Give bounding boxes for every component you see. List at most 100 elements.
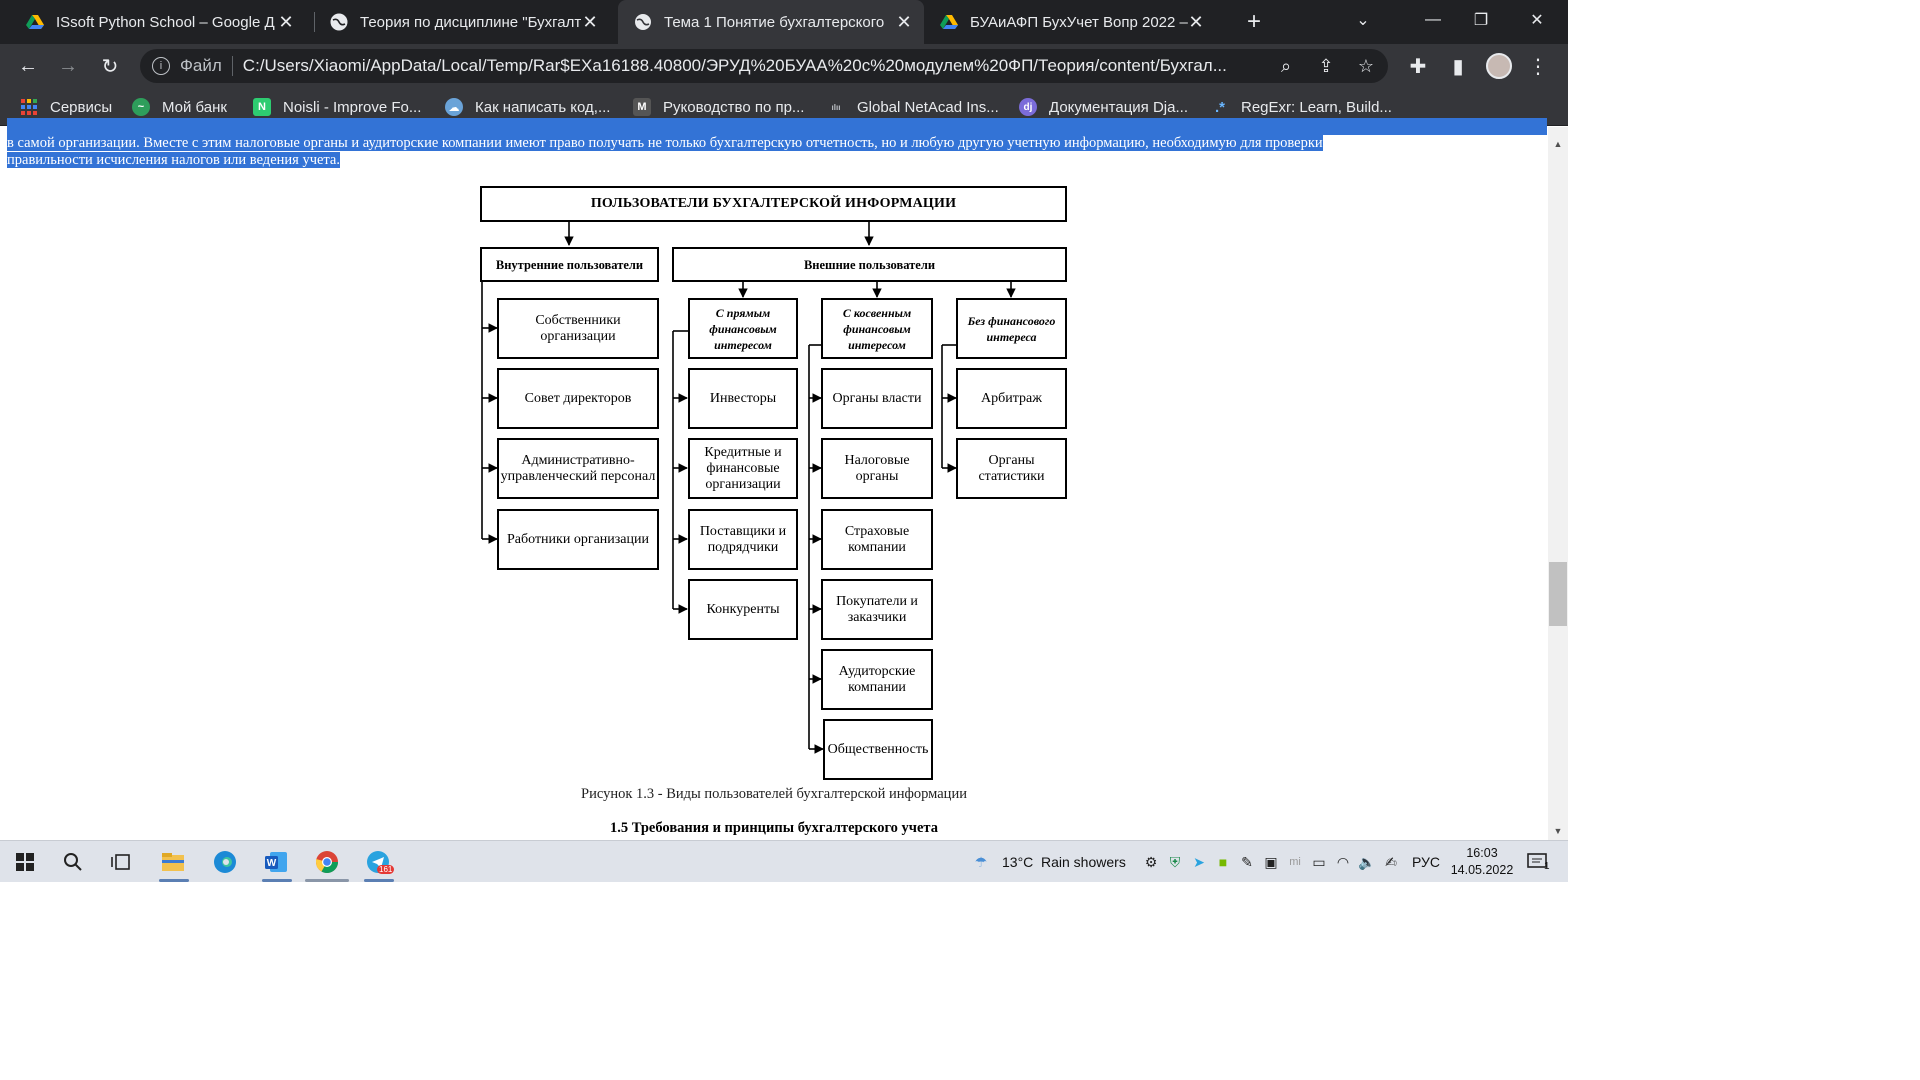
external-users-box: Внешние пользователи: [672, 247, 1067, 282]
tab-issoft-python-school[interactable]: ISsoft Python School – Google Д ✕: [0, 0, 312, 44]
diagram-connectors: [481, 221, 1016, 754]
kebab-menu-icon[interactable]: ⋮: [1528, 55, 1548, 78]
active-app-indicator: [305, 879, 349, 882]
bookmark-how-to-write-code[interactable]: ☁ Как написать код,...: [445, 96, 610, 118]
close-window-button[interactable]: ✕: [1530, 12, 1544, 29]
close-tab-icon[interactable]: ✕: [582, 11, 598, 32]
tab-title: Тема 1 Понятие бухгалтерского: [664, 13, 885, 31]
bookmark-noisli[interactable]: N Noisli - Improve Fo...: [253, 96, 421, 118]
tab-theory-discipline[interactable]: Теория по дисциплине "Бухгалт ✕: [304, 0, 616, 44]
tray-app-icon[interactable]: ⚙: [1144, 853, 1158, 870]
direct-item-competitors: Конкуренты: [688, 579, 798, 640]
direct-item-credit-orgs: Кредитные и финансовые организации: [688, 438, 798, 499]
file-scheme-label: Файл: [180, 56, 222, 75]
tab-separator: [314, 12, 315, 32]
wifi-icon[interactable]: ◠: [1336, 853, 1350, 870]
bookmark-django-docs[interactable]: dj Документация Dja...: [1019, 96, 1188, 118]
weather-rain-icon[interactable]: ☂: [974, 853, 988, 870]
word-icon[interactable]: W: [261, 847, 291, 877]
cisco-icon: ılıı: [831, 102, 841, 112]
none-item-arbitration: Арбитраж: [956, 368, 1067, 429]
vertical-scrollbar[interactable]: [1548, 127, 1568, 840]
telegram-tray-icon[interactable]: ➤: [1193, 853, 1205, 870]
url-text[interactable]: C:/Users/Xiaomi/AppData/Local/Temp/Rar$E…: [242, 56, 1227, 75]
indirect-item-auditors: Аудиторские компании: [821, 649, 933, 710]
bookmark-services[interactable]: Сервисы: [20, 96, 112, 118]
reload-icon[interactable]: ↻: [101, 55, 119, 78]
section-heading: 1.5 Требования и принципы бухгалтерского…: [610, 820, 938, 836]
bookmark-label: RegExr: Learn, Build...: [1241, 98, 1392, 116]
file-explorer-icon[interactable]: [158, 847, 188, 877]
shield-icon[interactable]: ⛨: [1169, 853, 1181, 870]
indirect-item-insurance: Страховые компании: [821, 509, 933, 570]
weather-temperature[interactable]: 13°C: [1002, 854, 1034, 870]
tab-title: Теория по дисциплине "Бухгалт: [360, 13, 582, 31]
tray-pen-icon[interactable]: ✎: [1241, 853, 1253, 870]
nvidia-icon[interactable]: ■: [1218, 854, 1228, 870]
tab-search-chevron-icon[interactable]: ⌄: [1356, 12, 1370, 29]
indirect-item-public: Общественность: [823, 719, 933, 780]
tab-buaiafp[interactable]: БУАиАФП БухУчет Вопр 2022 – ✕: [914, 0, 1226, 44]
notification-count: 1: [1544, 861, 1550, 872]
chrome-icon[interactable]: [312, 847, 342, 877]
group-direct-interest: С прямым финансовым интересом: [688, 298, 798, 359]
mail-icon: M: [633, 98, 651, 116]
scroll-up-arrow-icon[interactable]: ▲: [1553, 139, 1563, 149]
group-no-interest: Без финансового интереса: [956, 298, 1067, 359]
notifications-icon[interactable]: [1526, 853, 1548, 871]
group-indirect-interest: С косвенным финансовым интересом: [821, 298, 933, 359]
forward-arrow-icon[interactable]: →: [58, 54, 78, 77]
bookmark-guide[interactable]: M Руководство по пр...: [633, 96, 804, 118]
divider: [231, 56, 233, 76]
volume-icon[interactable]: 🔈: [1358, 853, 1376, 870]
new-tab-button[interactable]: +: [1246, 8, 1261, 35]
task-view-icon[interactable]: [106, 847, 136, 877]
apps-grid-icon: [20, 98, 38, 116]
close-tab-icon[interactable]: ✕: [896, 11, 912, 32]
tab-title: БУАиАФП БухУчет Вопр 2022 –: [970, 13, 1188, 31]
bookmark-label: Сервисы: [50, 98, 113, 116]
address-bar[interactable]: i Файл C:/Users/Xiaomi/AppData/Local/Tem…: [140, 49, 1388, 83]
avatar[interactable]: [1486, 53, 1512, 79]
scroll-down-arrow-icon[interactable]: ▼: [1553, 826, 1563, 836]
active-app-indicator: [262, 879, 292, 882]
telegram-icon[interactable]: 161: [363, 847, 395, 877]
globe-icon: [635, 14, 651, 30]
close-tab-icon[interactable]: ✕: [278, 11, 294, 32]
scrollbar-thumb[interactable]: [1549, 562, 1567, 626]
internal-item-board: Совет директоров: [497, 368, 659, 429]
back-arrow-icon[interactable]: ←: [18, 54, 38, 77]
search-icon[interactable]: [58, 847, 88, 877]
battery-icon[interactable]: ▭: [1312, 853, 1326, 870]
dolby-icon[interactable]: ▣: [1264, 853, 1278, 870]
tab-strip: ISsoft Python School – Google Д ✕ Теория…: [0, 0, 1568, 44]
share-icon[interactable]: ⇪: [1318, 55, 1334, 76]
internal-item-owners: Собственники организации: [497, 298, 659, 359]
bookmark-label: Мой банк: [162, 98, 227, 116]
bookmark-regexr[interactable]: .* RegExr: Learn, Build...: [1211, 96, 1392, 118]
indirect-item-tax: Налоговые органы: [821, 438, 933, 499]
clock-time: 16:03: [1466, 846, 1498, 860]
mi-icon[interactable]: mi: [1289, 856, 1301, 868]
bookmark-netacad[interactable]: ılıı Global NetAcad Ins...: [827, 96, 999, 118]
close-tab-icon[interactable]: ✕: [1188, 11, 1204, 32]
windows-start-icon[interactable]: [10, 847, 40, 877]
extensions-puzzle-icon[interactable]: ✚: [1409, 55, 1427, 78]
minimize-button[interactable]: —: [1425, 11, 1441, 28]
tab-topic-1-active[interactable]: Тема 1 Понятие бухгалтерского ✕: [618, 0, 924, 44]
info-icon[interactable]: i: [152, 57, 170, 75]
restore-button[interactable]: ❐: [1473, 12, 1489, 29]
pen-workspace-icon[interactable]: ✍: [1385, 853, 1397, 870]
clock[interactable]: 16:03 14.05.2022: [1447, 845, 1517, 879]
bookmark-star-icon[interactable]: ☆: [1357, 55, 1375, 76]
code-icon: ☁: [445, 98, 463, 116]
clock-date: 14.05.2022: [1450, 863, 1514, 877]
google-drive-icon: [940, 15, 958, 29]
zoom-icon[interactable]: ⌕: [1280, 55, 1292, 76]
bookmark-label: Руководство по пр...: [663, 98, 805, 116]
weather-description[interactable]: Rain showers: [1041, 854, 1126, 870]
bookmark-my-bank[interactable]: ~ Мой банк: [132, 96, 227, 118]
language-indicator[interactable]: РУС: [1412, 854, 1441, 870]
edge-icon[interactable]: [210, 847, 240, 877]
side-panel-icon[interactable]: ▮: [1452, 55, 1464, 78]
